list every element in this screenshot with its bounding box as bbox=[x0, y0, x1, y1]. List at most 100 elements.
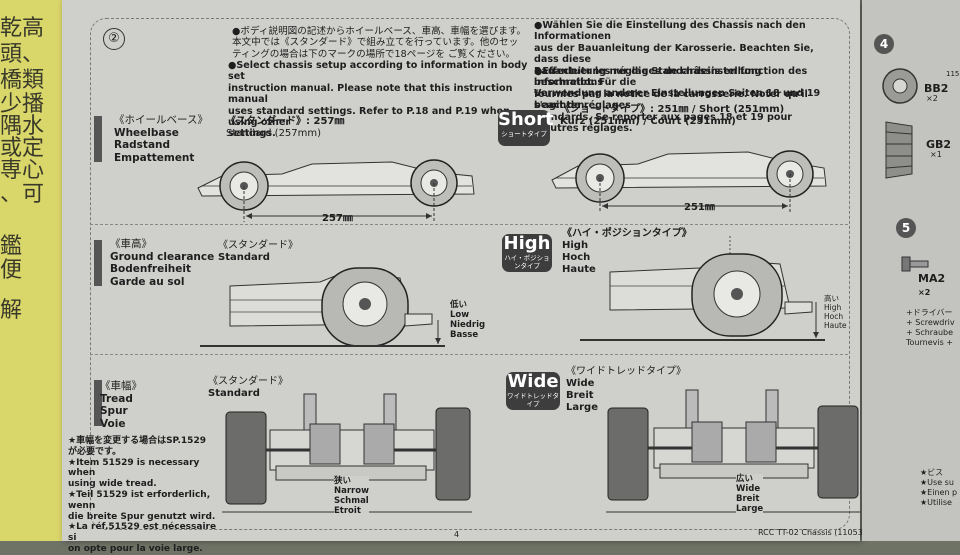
short-badge: Short ショートタイプ bbox=[498, 109, 554, 146]
high-caption: 《ハイ・ポジションタイプ》 High Hoch Haute bbox=[562, 228, 692, 276]
tread-notes: ★車幅を変更する場合はSP.1529 が必要です。 ★Item 51529 is… bbox=[68, 436, 218, 555]
intro-german: ●Wählen Sie die Einstellung des Chassis … bbox=[534, 20, 824, 111]
step-5-number: 5 bbox=[896, 218, 916, 238]
gb2-label: GB2 bbox=[926, 138, 952, 151]
note-line: ★Item 51529 is necessary when bbox=[68, 457, 200, 479]
intro-line: Bauanleitung nur die Standardeinstellung… bbox=[534, 65, 762, 89]
narrow-label-line: Narrow bbox=[334, 486, 369, 496]
standard-wheelbase-dimension: 257㎜ bbox=[322, 213, 353, 224]
intro-japanese: ●ボディ説明図の記述からホイールベース、車高、車幅を選びます。 本文中では《スタ… bbox=[232, 26, 532, 60]
wide-badge-jp: ワイドトレッドタイプ bbox=[507, 392, 559, 408]
left-page-char: 少播 bbox=[0, 92, 45, 117]
tools-line: Tournevis + bbox=[906, 338, 954, 347]
short-badge-text: Short bbox=[498, 109, 554, 130]
caption-langs: Kurz (251mm) / Court (251mm) bbox=[560, 116, 736, 127]
high-badge-jp: ハイ・ポジションタイプ bbox=[504, 254, 550, 270]
narrow-label-line: Etroit bbox=[334, 506, 361, 516]
standard-tread-diagram bbox=[222, 393, 472, 513]
tools-line: + Screwdriv bbox=[906, 318, 955, 327]
tread-label-jp: 《車幅》 bbox=[100, 380, 142, 392]
footer-model-name: RCC TT-02 Chassis bbox=[758, 528, 832, 537]
section-divider bbox=[90, 224, 848, 225]
right-note-line: ★Use su bbox=[920, 478, 954, 487]
narrow-label-line: Schmal bbox=[334, 496, 369, 506]
low-label-line: Basse bbox=[450, 330, 479, 340]
right-note-line: ★Utilise bbox=[920, 498, 952, 507]
ma2-qty: ×2 bbox=[918, 288, 931, 297]
tread-standard-caption: 《スタンダード》 Standard bbox=[208, 376, 288, 400]
caption-jp: 《スタンダード》 bbox=[208, 376, 288, 387]
ma2-label: MA2 ×2 bbox=[918, 272, 960, 298]
wide-small-label: 広い Wide Breit Large bbox=[736, 474, 764, 514]
ground-label-line: Garde au sol bbox=[110, 275, 185, 288]
wheelbase-label-line: Wheelbase bbox=[114, 126, 179, 139]
high-small-line: Haute bbox=[824, 321, 847, 330]
step-frame bbox=[90, 18, 850, 530]
right-notes: ★ビス ★Use su ★Einen p ★Utilise bbox=[920, 468, 957, 508]
step-number: ② bbox=[103, 28, 125, 50]
intro-line: standards. Se reporter aux pages 18 et 1… bbox=[534, 111, 793, 135]
tools-list: +ドライバー + Screwdriv + Schraube Tournevis … bbox=[906, 308, 955, 348]
intro-line: ティングの場合は下のマークの場所で18ページを ご覧ください。 bbox=[232, 48, 516, 60]
caption-jp: 《スタンダード》: 257㎜ bbox=[226, 116, 345, 127]
intro-line: settings. bbox=[228, 128, 276, 140]
caption-jp: 《ハイ・ポジションタイプ》 bbox=[562, 228, 692, 239]
low-label: 低い Low Niedrig Basse bbox=[450, 300, 485, 340]
left-page-char: 隅水 bbox=[0, 114, 45, 139]
intro-line: ●Wählen Sie die Einstellung des Chassis … bbox=[534, 20, 806, 43]
caption-en: Standard (257mm) bbox=[226, 128, 322, 139]
tread-label-line: Voie bbox=[100, 417, 126, 430]
footer-model: RCC TT-02 Chassis (11053610) bbox=[758, 528, 881, 537]
section-divider bbox=[90, 354, 848, 355]
short-caption: 《ショートタイプ》: 251㎜ / Short (251mm) Kurz (25… bbox=[560, 104, 784, 128]
left-page-char: 鑑 bbox=[0, 234, 23, 259]
note-line: ★La réf.51529 est nécessaire si bbox=[68, 522, 217, 544]
left-page-char: 便 bbox=[0, 258, 23, 283]
caption-line: Wide bbox=[566, 378, 595, 389]
wheelbase-label: 《ホイールベース》 Wheelbase Radstand Empattement bbox=[114, 114, 208, 164]
intro-line: 本文中では《スタンダード》で組み立てを行っています。他のセッ bbox=[232, 37, 519, 49]
caption-line: Hoch bbox=[562, 252, 591, 263]
caption-jp: 《スタンダード》 bbox=[218, 240, 298, 251]
screw-icon bbox=[901, 256, 929, 272]
caption-line: Haute bbox=[562, 264, 596, 275]
wide-caption: 《ワイドトレッドタイプ》 Wide Breit Large bbox=[566, 366, 686, 414]
right-note-line: ★Einen p bbox=[920, 488, 958, 497]
high-ground-diagram bbox=[580, 236, 825, 341]
low-label-line: Low bbox=[450, 310, 470, 320]
high-badge-text: High bbox=[503, 233, 551, 254]
wide-small-line: Breit bbox=[736, 494, 760, 504]
ground-label-line: Ground clearance bbox=[110, 250, 215, 263]
bb2-label: BB2 bbox=[924, 82, 949, 95]
narrow-label: 狭い Narrow Schmal Etroit bbox=[334, 476, 369, 516]
intro-line: ●Effectuer les réglages de châssis en fo… bbox=[534, 66, 808, 89]
ma2-name: MA2 bbox=[918, 272, 946, 285]
high-badge: High ハイ・ポジションタイプ bbox=[502, 234, 552, 272]
low-label-line: 低い bbox=[450, 300, 468, 310]
tread-label-line: Spur bbox=[100, 405, 128, 417]
wide-badge-text: Wide bbox=[507, 371, 559, 392]
note-line: die breite Spur genutzt wird. bbox=[68, 511, 216, 522]
left-page-char: 頭、 bbox=[0, 42, 45, 67]
intro-line: ●ボディ説明図の記述からホイールベース、車高、車幅を選びます。 bbox=[232, 26, 527, 37]
ground-label-line: Bodenfreiheit bbox=[110, 263, 192, 275]
section-bar bbox=[94, 240, 102, 286]
left-page-char: 専心 bbox=[0, 158, 45, 183]
tools-line: +ドライバー bbox=[906, 308, 953, 317]
note-line: using wide tread. bbox=[68, 479, 157, 490]
note-line: が必要です。 bbox=[68, 446, 122, 457]
high-small-line: 高い bbox=[824, 294, 839, 303]
left-page-char: 或定 bbox=[0, 136, 45, 161]
intro-line: uses standard settings. Refer to P.18 an… bbox=[228, 105, 510, 129]
caption-line: Breit bbox=[566, 390, 594, 401]
wide-tread-diagram bbox=[606, 389, 860, 513]
intro-line: aus der Bauanleitung der Karosserie. Bea… bbox=[534, 42, 814, 66]
section-bar bbox=[94, 116, 102, 162]
caption-en: Standard bbox=[218, 252, 270, 263]
wide-small-line: Large bbox=[736, 504, 764, 514]
caption-line: Large bbox=[566, 402, 598, 413]
intro-english: ●Select chassis setup according to infor… bbox=[228, 60, 528, 140]
wide-small-line: 広い bbox=[736, 474, 754, 484]
caption-en: Standard bbox=[208, 388, 260, 399]
wide-small-line: Wide bbox=[736, 484, 761, 494]
